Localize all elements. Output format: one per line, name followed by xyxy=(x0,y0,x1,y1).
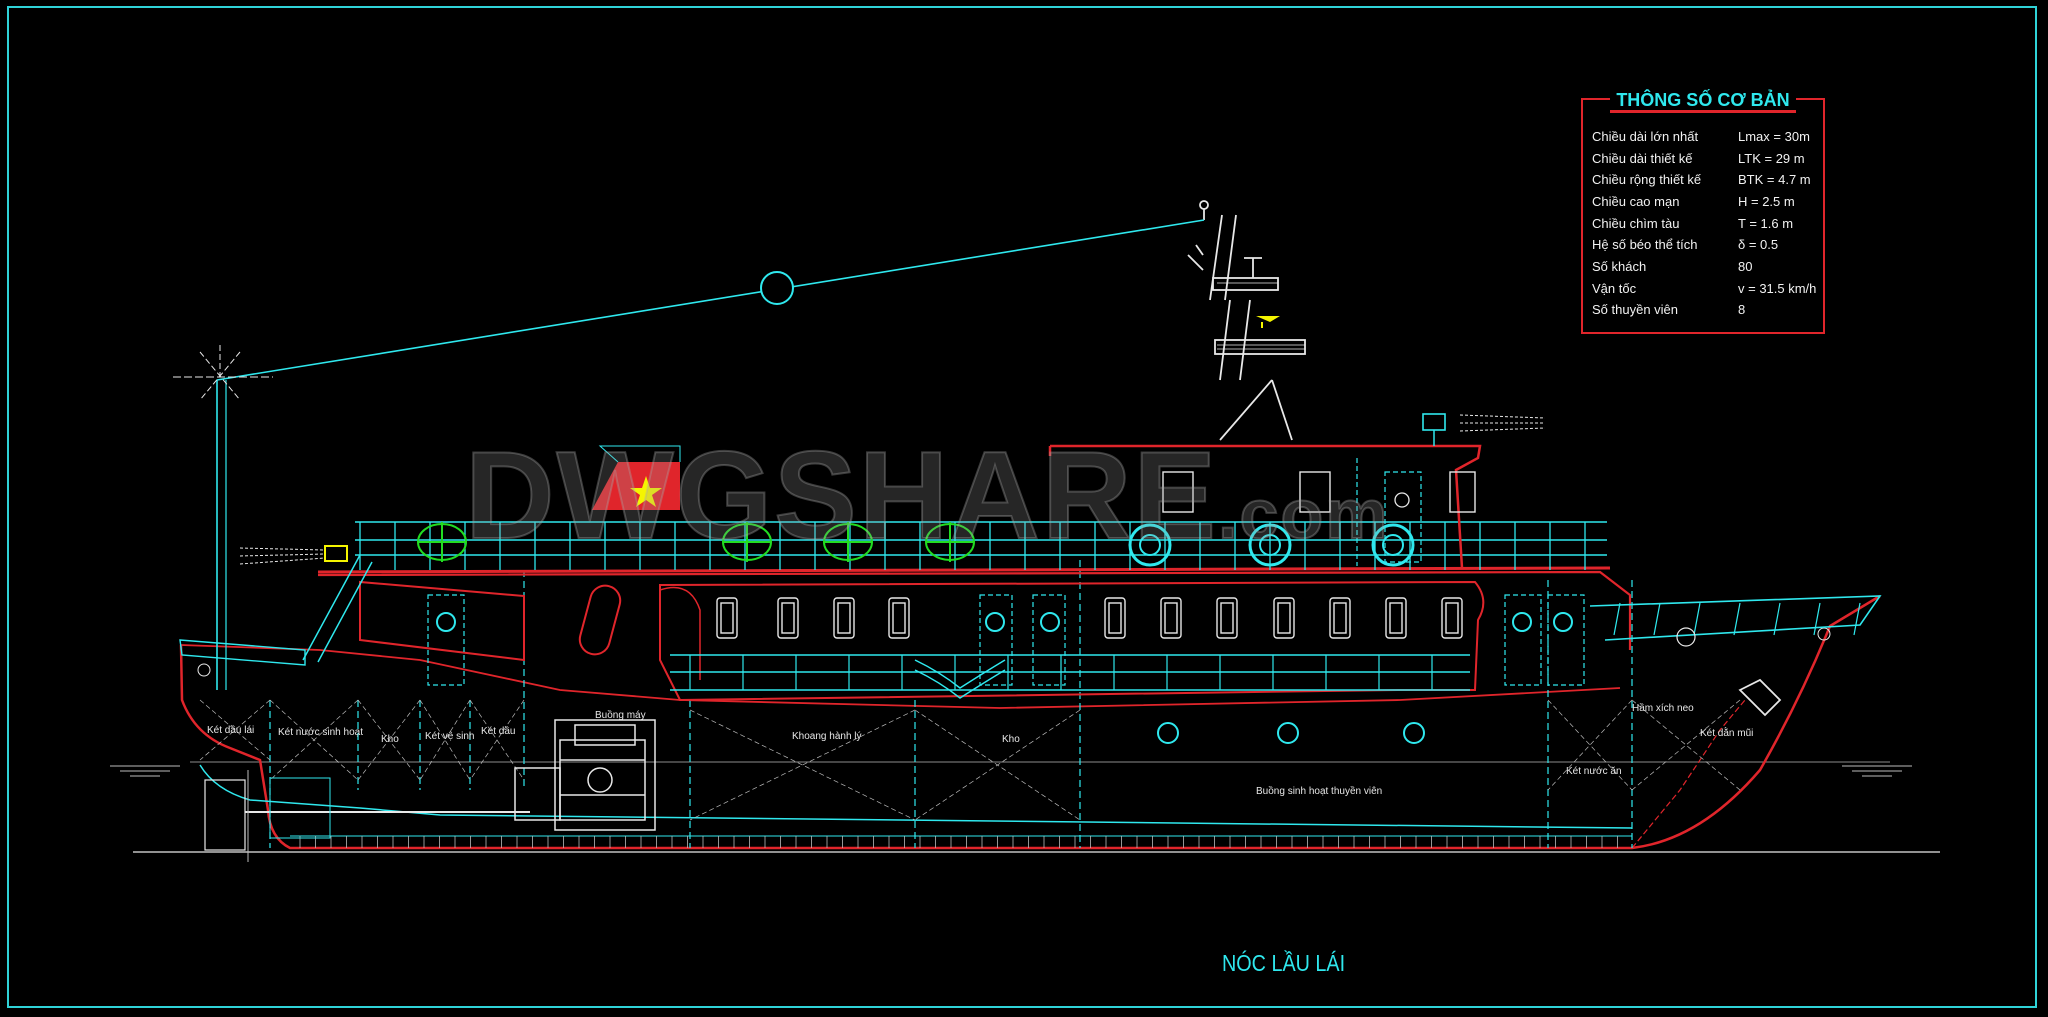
window xyxy=(888,597,910,639)
window xyxy=(1160,597,1182,639)
window-pane xyxy=(781,602,795,634)
drawing-frame xyxy=(7,6,2037,1008)
railing-post xyxy=(1853,602,1861,636)
railing-post xyxy=(1653,602,1661,636)
window-pane xyxy=(837,602,851,634)
room-label: Khoang hành lý xyxy=(792,731,862,742)
window-pane xyxy=(1333,602,1347,634)
window-pane xyxy=(1445,602,1459,634)
window xyxy=(1273,597,1295,639)
window-pane xyxy=(1277,602,1291,634)
window xyxy=(1216,597,1238,639)
window-pane xyxy=(1220,602,1234,634)
railing-post xyxy=(1693,602,1701,636)
window xyxy=(1329,597,1351,639)
dwgshare-watermark: DWGSHARE.com xyxy=(464,426,1390,566)
room-label: Két vệ sinh xyxy=(425,731,475,742)
room-label: Két dằn mũi xyxy=(1700,728,1754,739)
window xyxy=(777,597,799,639)
room-label: Hầm xích neo xyxy=(1632,703,1694,714)
room-label: Kho xyxy=(381,734,399,745)
room-label: Két nước sinh hoạt xyxy=(278,727,363,738)
window xyxy=(1441,597,1463,639)
specifications-title: THÔNG SỐ CƠ BẢN xyxy=(1583,90,1823,113)
window-pane xyxy=(720,602,734,634)
window-pane xyxy=(1164,602,1178,634)
railing-post xyxy=(1733,602,1741,636)
room-label: Két dầu lái xyxy=(207,725,255,736)
room-label: Kho xyxy=(1002,734,1020,745)
railing-post xyxy=(1813,602,1821,636)
drawing-title: NÓC LẦU LÁI xyxy=(1222,950,1346,976)
room-label: Két dầu xyxy=(481,726,516,737)
room-label: Két nước ăn xyxy=(1566,766,1622,777)
railing-post xyxy=(1613,602,1621,636)
window-pane xyxy=(892,602,906,634)
window xyxy=(716,597,738,639)
room-label: Buồng sinh hoạt thuyền viên xyxy=(1256,786,1383,797)
railing-post xyxy=(1773,602,1781,636)
window xyxy=(1385,597,1407,639)
window xyxy=(1104,597,1126,639)
window xyxy=(833,597,855,639)
room-label: Buồng máy xyxy=(595,710,646,721)
window-pane xyxy=(1108,602,1122,634)
window-pane xyxy=(1389,602,1403,634)
